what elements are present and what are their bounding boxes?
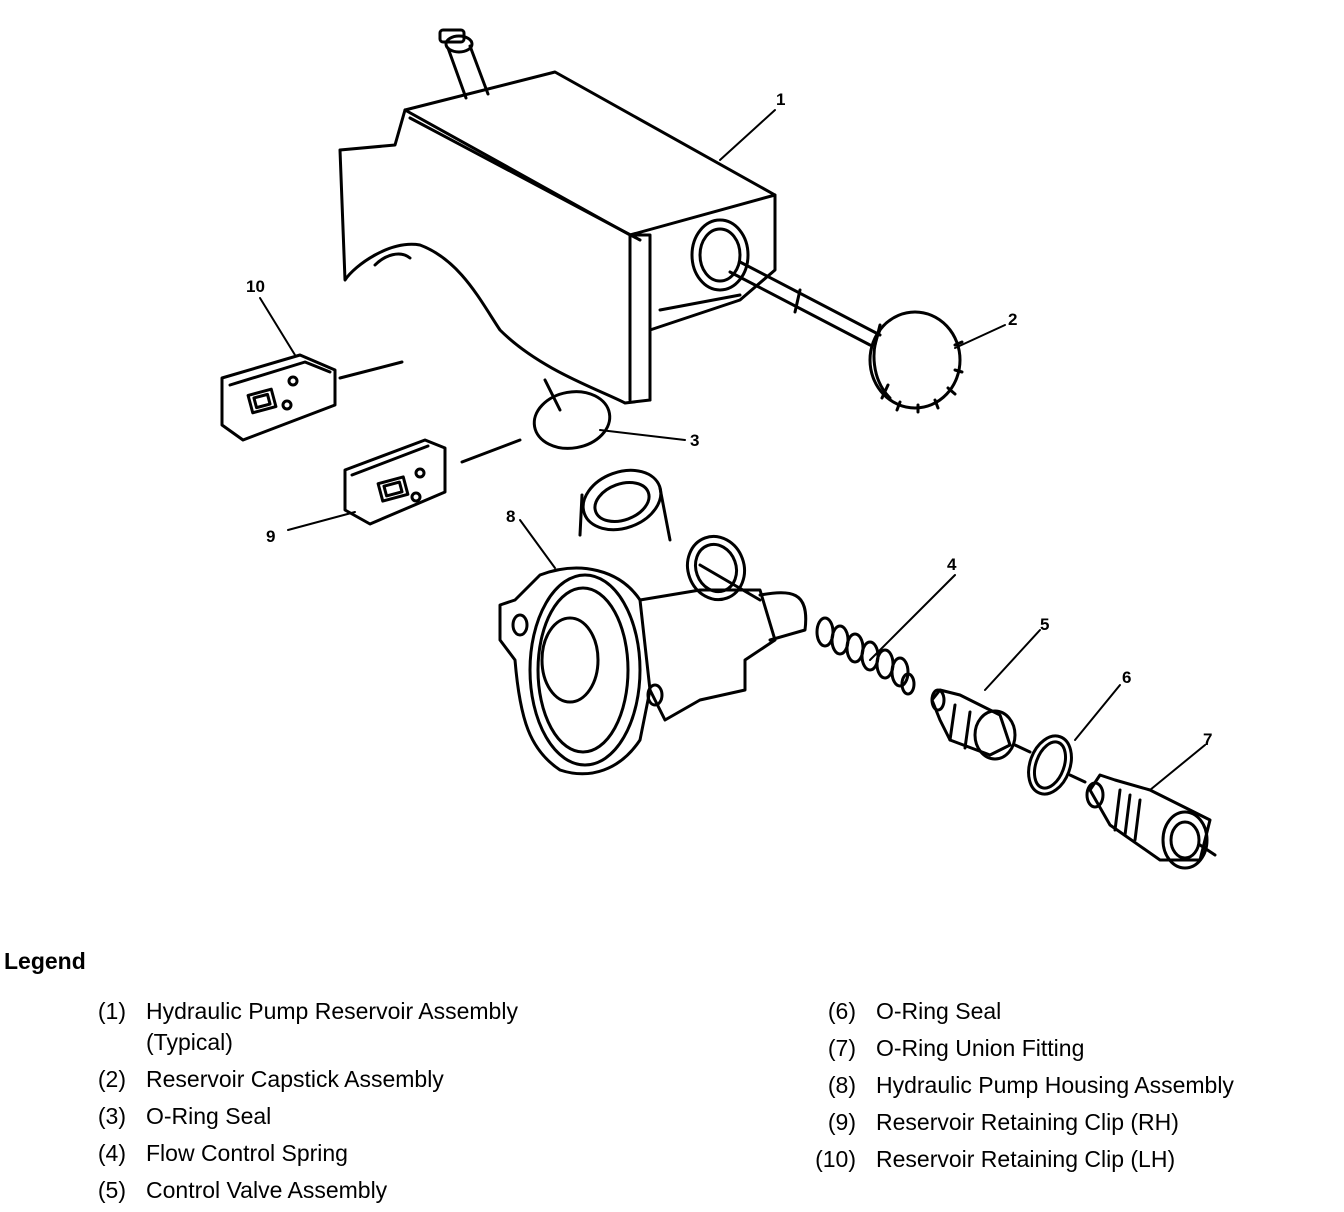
legend-item-number: (2): [97, 1066, 126, 1092]
legend-item-number: (3): [97, 1103, 126, 1129]
o-ring-seal-bottom: [1013, 734, 1087, 796]
legend-item-text: Flow Control Spring: [146, 1140, 348, 1166]
legend-item-number: (6): [827, 998, 856, 1024]
legend-item-number: (8): [827, 1072, 856, 1098]
callout-1: 1: [776, 90, 785, 109]
exploded-view-diagram: 1 2 3 4 5 6 7 8 9 10: [220, 28, 1217, 870]
callout-3: 3: [690, 431, 699, 450]
legend-item-text: O-Ring Seal: [876, 998, 1002, 1024]
legend-item-number: (9): [827, 1109, 856, 1135]
legend-item: (9) Reservoir Retaining Clip (RH): [790, 1107, 1340, 1138]
callout-4: 4: [947, 555, 957, 574]
legend-column-left: (1) Hydraulic Pump Reservoir Assembly (T…: [60, 996, 700, 1212]
legend-item: (5) Control Valve Assembly: [60, 1175, 700, 1206]
flow-control-spring: [815, 616, 916, 696]
legend-item-number: (5): [97, 1177, 126, 1203]
legend-item-text: Control Valve Assembly: [146, 1177, 388, 1203]
legend-item-text: Reservoir Retaining Clip (RH): [876, 1109, 1179, 1135]
callout-5: 5: [1040, 615, 1049, 634]
callout-7: 7: [1203, 730, 1212, 749]
legend-item: (6) O-Ring Seal: [790, 996, 1340, 1027]
legend-item-number: (4): [97, 1140, 126, 1166]
legend-title: Legend: [4, 948, 86, 974]
legend-item-number: (7): [827, 1035, 856, 1061]
legend-item-text: Reservoir Retaining Clip (LH): [876, 1146, 1176, 1172]
control-valve: [930, 688, 1017, 761]
legend-item-text: O-Ring Seal: [146, 1103, 272, 1129]
legend-item-number: (10): [815, 1146, 856, 1172]
reservoir-capstick: [728, 260, 964, 414]
legend-item-text: Hydraulic Pump Housing Assembly: [876, 1072, 1234, 1098]
pump-housing: [498, 468, 808, 776]
leader-lines: [259, 109, 1206, 791]
callout-6: 6: [1122, 668, 1131, 687]
legend-item-number: (1): [97, 998, 126, 1024]
legend-item: (2) Reservoir Capstick Assembly: [60, 1064, 700, 1095]
callout-2: 2: [1008, 310, 1017, 329]
legend-item-text: Hydraulic Pump Reservoir Assembly (Typic…: [146, 998, 518, 1055]
legend-item: (1) Hydraulic Pump Reservoir Assembly (T…: [60, 996, 700, 1058]
legend-item: (7) O-Ring Union Fitting: [790, 1033, 1340, 1064]
legend-item: (8) Hydraulic Pump Housing Assembly: [790, 1070, 1340, 1101]
legend-item-text: O-Ring Union Fitting: [876, 1035, 1085, 1061]
legend-item: (4) Flow Control Spring: [60, 1138, 700, 1169]
legend-item-text: Reservoir Capstick Assembly: [146, 1066, 444, 1092]
reservoir-assembly: [338, 28, 777, 405]
legend-item: (10) Reservoir Retaining Clip (LH): [790, 1144, 1340, 1175]
callout-10: 10: [246, 277, 265, 296]
callout-9: 9: [266, 527, 275, 546]
retaining-clip-lh: [220, 353, 404, 442]
retaining-clip-rh: [343, 438, 447, 526]
o-ring-seal-top: [460, 378, 612, 464]
o-ring-union-fitting: [1085, 773, 1217, 870]
legend-column-right: (6) O-Ring Seal (7) O-Ring Union Fitting…: [790, 996, 1340, 1181]
callout-8: 8: [506, 507, 515, 526]
legend-item: (3) O-Ring Seal: [60, 1101, 700, 1132]
